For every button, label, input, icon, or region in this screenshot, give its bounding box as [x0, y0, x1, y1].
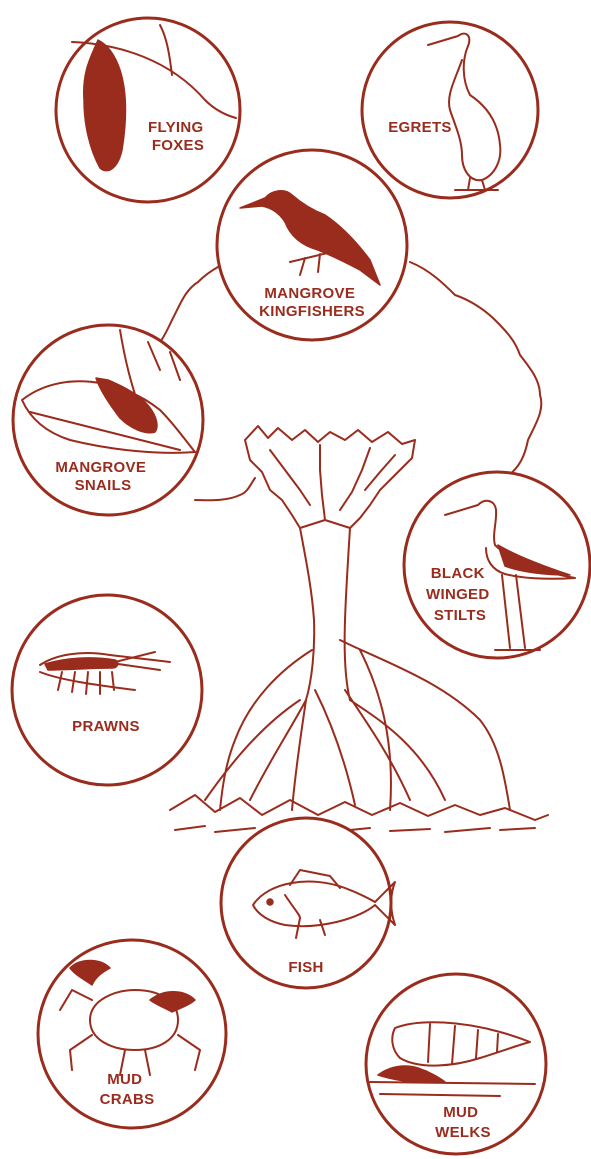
node-fish: FISH — [221, 818, 395, 988]
node-egrets: EGRETS — [362, 22, 538, 198]
label-flying-foxes: FLYING FOXES — [148, 119, 208, 154]
label-kingfishers: MANGROVE KINGFISHERS — [259, 285, 365, 320]
node-kingfishers: MANGROVE KINGFISHERS — [217, 150, 407, 340]
label-prawns: PRAWNS — [72, 718, 140, 735]
node-flying-foxes: FLYING FOXES — [56, 18, 240, 202]
node-crabs: MUD CRABS — [38, 940, 226, 1128]
node-prawns: PRAWNS — [12, 595, 202, 785]
label-egrets: EGRETS — [388, 119, 451, 136]
label-stilts: BLACK WINGED STILTS — [426, 565, 494, 624]
label-fish: FISH — [288, 959, 323, 976]
node-welks: MUD WELKS — [366, 974, 546, 1154]
node-stilts: BLACK WINGED STILTS — [404, 472, 590, 658]
node-snails: MANGROVE SNAILS — [13, 325, 203, 515]
